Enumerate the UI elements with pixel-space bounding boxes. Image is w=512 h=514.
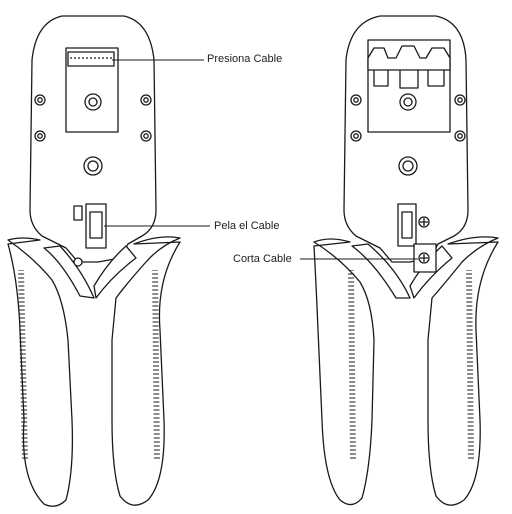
right-handle-teeth-back <box>466 270 474 460</box>
rivet-icon <box>74 258 82 266</box>
left-handle-teeth-front <box>18 270 28 460</box>
label-press-cable: Presiona Cable <box>207 53 283 65</box>
right-handle-front <box>112 237 180 505</box>
left-handle-front <box>8 238 72 506</box>
right-jaw-front <box>94 246 136 298</box>
right-handle-back <box>428 237 498 505</box>
label-strip-cable: Pela el Cable <box>214 220 280 232</box>
crimp-die-front <box>68 52 114 66</box>
left-jaw-front <box>44 246 94 298</box>
right-handle-teeth-front <box>152 270 160 460</box>
crimp-die-back <box>368 46 450 70</box>
left-handle-back <box>314 239 374 505</box>
tool-head-front <box>30 16 156 262</box>
crimp-tool-back <box>314 16 498 505</box>
label-cut-cable: Corta Cable <box>233 253 292 265</box>
left-handle-teeth-back <box>348 270 356 460</box>
crimp-tool-front <box>8 16 180 506</box>
